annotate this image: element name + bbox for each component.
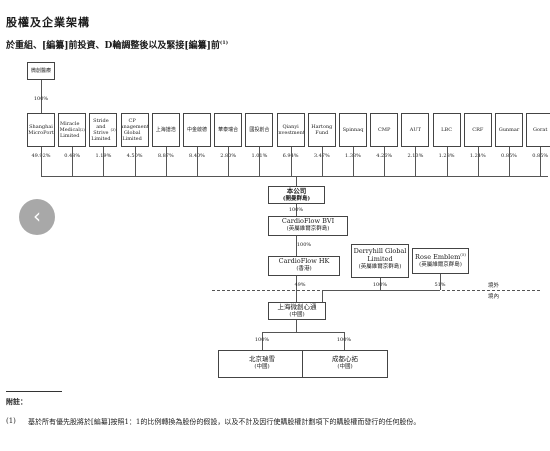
page-heading: 股權及企業架構 [6, 16, 90, 29]
shareholder-pct: 0.85% [501, 153, 517, 159]
rose-emblem-place: (英屬維爾京群島) [419, 262, 462, 269]
shareholder-pct: 3.47% [313, 153, 330, 159]
chengdu-name: 成都心拓 [332, 355, 358, 363]
shareholder-box: Shanghai MicroPort [27, 113, 55, 147]
bvi-pct: 100% [288, 207, 304, 213]
hk-place: (香港) [296, 266, 312, 272]
shareholder-label: Shanghai MicroPort [28, 124, 54, 136]
notes-title: 附註： [6, 397, 27, 406]
shareholder-box: LBC [432, 113, 461, 147]
shanghai-pct: 49% [294, 282, 306, 288]
shareholder-box: Hartong Fund [307, 113, 336, 147]
shareholder-box: Gorat [526, 113, 550, 147]
bvi-name: CardioFlow BVI [281, 217, 335, 225]
shareholder-label: Spinnaq [342, 127, 364, 133]
derryhill-place: (英屬維爾京群島) [358, 264, 402, 270]
shareholder-box: CP Management Global Limited(4) [120, 113, 149, 147]
company-name: 本公司 [286, 187, 307, 195]
rose-emblem-pct: 51% [434, 282, 446, 288]
shareholder-label: Qianyi Investment [276, 124, 305, 136]
shareholder-label: CRF [472, 127, 484, 133]
beijing-name: 北京瑞雪 [249, 355, 275, 363]
company-box: 本公司 (開曼群島) [268, 186, 325, 204]
top-holder-box: 微創醫療 [27, 62, 55, 80]
shareholder-pct: 2.13% [407, 153, 424, 159]
beijing-box: 北京瑞雪 (中國) [218, 350, 306, 378]
shareholder-label: Gunmar [498, 127, 520, 133]
shareholder-pct: 8.87% [157, 153, 174, 159]
shareholder-label: Gorat [532, 127, 548, 133]
hk-name: CardioFlow HK [278, 257, 330, 265]
shareholder-box: Spinnaq [339, 113, 367, 147]
shareholder-label: LBC [441, 127, 453, 133]
chevron-left-icon: ‹ [33, 204, 41, 228]
shareholder-box: 中金啟德 [183, 113, 211, 147]
subheading-text: 於重組、[編纂]前投資、D輪調整後以及緊接[編纂]前 [6, 41, 220, 51]
shareholder-pct: 1.28% [438, 153, 455, 159]
shareholder-pct: 0.48% [64, 153, 81, 159]
shareholder-label: 國投創合 [249, 127, 270, 133]
offshore-label: 境外 [488, 283, 500, 289]
rose-emblem-box: Rose Emblem(5) (英屬維爾京群島) [412, 248, 469, 274]
shareholder-box: Gunmar [495, 113, 523, 147]
shareholder-box: 國投創合 [245, 113, 274, 147]
shareholder-label: CP Management Global Limited [120, 118, 149, 142]
shareholder-note: (2) [79, 128, 85, 132]
rose-emblem-name: Rose Emblem(5) [415, 252, 466, 262]
chengdu-pct: 100% [336, 337, 352, 343]
shanghai-place: (中國) [289, 312, 305, 318]
hk-pct: 100% [296, 242, 312, 248]
derryhill-box: Derryhill Global Limited (英屬維爾京群島) [351, 244, 409, 278]
note-1-number: (1) [6, 417, 16, 425]
shareholder-pct: 4.50% [126, 153, 143, 159]
bvi-box: CardioFlow BVI (英屬維爾京群島) [268, 216, 348, 236]
onshore-label: 境內 [488, 294, 500, 300]
top-holder-label: 微創醫療 [30, 68, 51, 74]
shareholder-box: CMP [370, 113, 399, 147]
hk-box: CardioFlow HK (香港) [268, 256, 340, 276]
shareholder-label: Miracle Medical Limited [59, 121, 80, 139]
shareholder-pct: 4.26% [376, 153, 393, 159]
back-button[interactable]: ‹ [19, 199, 55, 235]
shareholder-label: 華泰瑞合 [218, 127, 239, 133]
shareholder-pct: 1.24% [469, 153, 486, 159]
shareholder-box: CRF [463, 113, 492, 147]
shareholder-label: 中金啟德 [186, 127, 207, 133]
shareholder-box: 華泰瑞合 [214, 113, 243, 147]
shareholder-pct: 2.80% [220, 153, 237, 159]
shareholder-pct: 1.33% [345, 153, 361, 159]
beijing-pct: 100% [254, 337, 270, 343]
shanghai-box: 上海微創心通 (中國) [268, 302, 326, 320]
shareholder-box: Miracle Medical Limited(2) [58, 113, 87, 147]
shareholder-label: Stride and Strive Limited [91, 118, 111, 142]
shareholder-pct: 0.85% [532, 153, 549, 159]
shareholder-label: CMP [378, 127, 391, 133]
beijing-place: (中國) [254, 364, 270, 370]
shareholder-pct: 49.92% [31, 153, 51, 159]
top-holder-pct: 100% [33, 96, 49, 102]
subheading-note: (1) [219, 40, 229, 46]
shareholder-box: 上海譜浩 [151, 113, 180, 147]
shanghai-name: 上海微創心通 [277, 303, 317, 311]
shareholder-pct: 6.94% [282, 153, 299, 159]
note-1-text: 基於所有優先股將於[編纂]按照1：1的比例轉換為股份的假設，以及不計及因行使購股… [28, 418, 421, 426]
shareholder-box: Stride and Strive Limited(3) [89, 113, 118, 147]
company-place: (開曼群島) [282, 196, 311, 202]
shareholder-pct: 1.19% [95, 153, 112, 159]
shareholder-label: AUT [409, 127, 421, 133]
shareholder-pct: 8.40% [189, 153, 205, 159]
shareholder-pct: 1.01% [251, 153, 268, 159]
chengdu-box: 成都心拓 (中國) [302, 350, 388, 378]
page-subheading: 於重組、[編纂]前投資、D輪調整後以及緊接[編纂]前(1) [6, 38, 228, 51]
shareholder-box: AUT [401, 113, 430, 147]
derryhill-pct: 100% [372, 282, 388, 288]
shareholder-label: 上海譜浩 [155, 127, 176, 133]
chengdu-place: (中國) [337, 364, 353, 370]
bvi-place: (英屬維爾京群島) [286, 226, 330, 232]
shareholder-note: (3) [110, 128, 116, 132]
shareholder-box: Qianyi Investment [276, 113, 305, 147]
derryhill-name: Derryhill Global Limited [353, 247, 407, 263]
shareholder-label: Hartong Fund [311, 124, 333, 136]
